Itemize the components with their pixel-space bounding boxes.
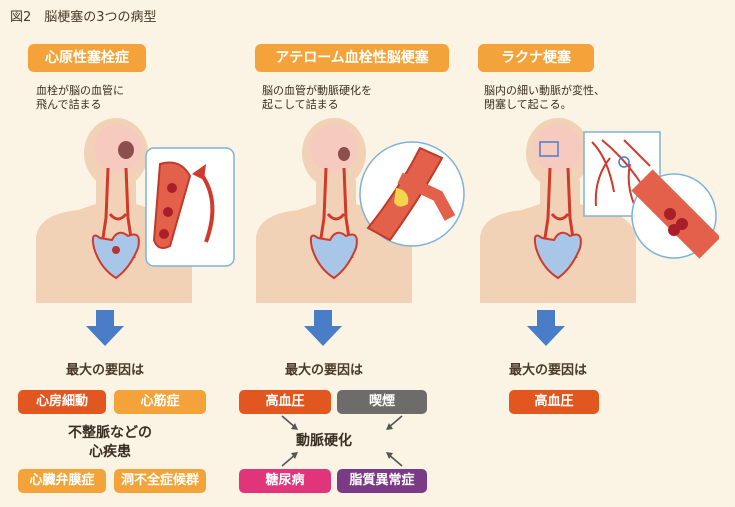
description-line: 血栓が脳の血管に — [36, 84, 124, 97]
infarct-spot — [118, 141, 134, 159]
brain-icon — [94, 124, 142, 172]
tag-diabetes: 糖尿病 — [239, 469, 331, 493]
center-atherosclerosis: 動脈硬化 — [296, 433, 352, 449]
plaque-icon — [394, 188, 409, 207]
tag-atrial-fibrillation: 心房細動 — [18, 390, 106, 414]
vessel-inset — [152, 161, 192, 249]
clot-icon — [664, 208, 676, 220]
small-arteries-icon — [591, 139, 651, 207]
tag-valvular-disease: 心臓弁膜症 — [18, 469, 106, 493]
note-line: 不整脈などの — [68, 425, 152, 441]
vessel-branch — [397, 172, 456, 221]
note-heart-disease: 不整脈などの 心疾患 — [52, 424, 168, 462]
infarct-spot — [338, 147, 350, 161]
tag-dyslipidemia: 脂質異常症 — [337, 469, 427, 493]
tag-cardiomyopathy: 心筋症 — [114, 390, 206, 414]
converging-arrows-icon — [281, 415, 403, 467]
down-arrow-icon — [527, 310, 565, 346]
zoom-box — [539, 141, 559, 157]
tag-hypertension: 高血圧 — [239, 390, 331, 414]
figure-title: 図2 脳梗塞の3つの病型 — [10, 10, 157, 25]
description-line: 閉塞して起こる。 — [484, 98, 572, 111]
cardioembolic-illustration — [36, 118, 235, 303]
tag-smoking: 喫煙 — [337, 390, 427, 414]
lacunar-illustration — [480, 118, 719, 303]
tag-sick-sinus-syndrome: 洞不全症候群 — [114, 469, 206, 493]
note-line: 心疾患 — [89, 444, 131, 460]
clot-icon — [167, 183, 177, 193]
brain-icon — [310, 124, 358, 172]
clot-icon — [668, 224, 680, 236]
clot-icon — [159, 229, 169, 239]
atherothrombotic-illustration — [256, 118, 465, 303]
description-line: 飛んで詰まる — [36, 98, 102, 111]
column-description-cardioembolic: 血栓が脳の血管に 飛んで詰まる — [36, 84, 124, 112]
column-title-lacunar: ラクナ梗塞 — [478, 44, 594, 72]
clot-icon — [163, 207, 173, 217]
column-title-atherothrombotic: アテローム血栓性脳梗塞 — [255, 44, 449, 72]
cause-heading-lacunar: 最大の要因は — [509, 363, 588, 378]
down-arrow-icon — [86, 310, 124, 346]
down-arrow-icon — [304, 310, 342, 346]
column-description-atherothrombotic: 脳の血管が動脈硬化を 起こして詰まる — [262, 84, 372, 112]
thrombus-dot — [112, 246, 120, 254]
description-line: 起こして詰まる — [262, 98, 339, 111]
column-description-lacunar: 脳内の細い動脈が変性、 閉塞して起こる。 — [484, 84, 605, 112]
flow-arrow-head-icon — [192, 164, 206, 180]
heart-icon — [309, 231, 358, 280]
cause-heading-atherothrombotic: 最大の要因は — [285, 363, 364, 378]
zoom-circle — [618, 156, 630, 168]
cause-heading-cardioembolic: 最大の要因は — [66, 363, 145, 378]
tag-hypertension-lacunar: 高血圧 — [509, 390, 599, 414]
description-line: 脳の血管が動脈硬化を — [262, 84, 372, 97]
description-line: 脳内の細い動脈が変性、 — [484, 84, 605, 97]
heart-icon — [91, 231, 140, 280]
heart-icon — [533, 231, 582, 280]
column-title-cardioembolic: 心原性塞栓症 — [28, 44, 146, 72]
